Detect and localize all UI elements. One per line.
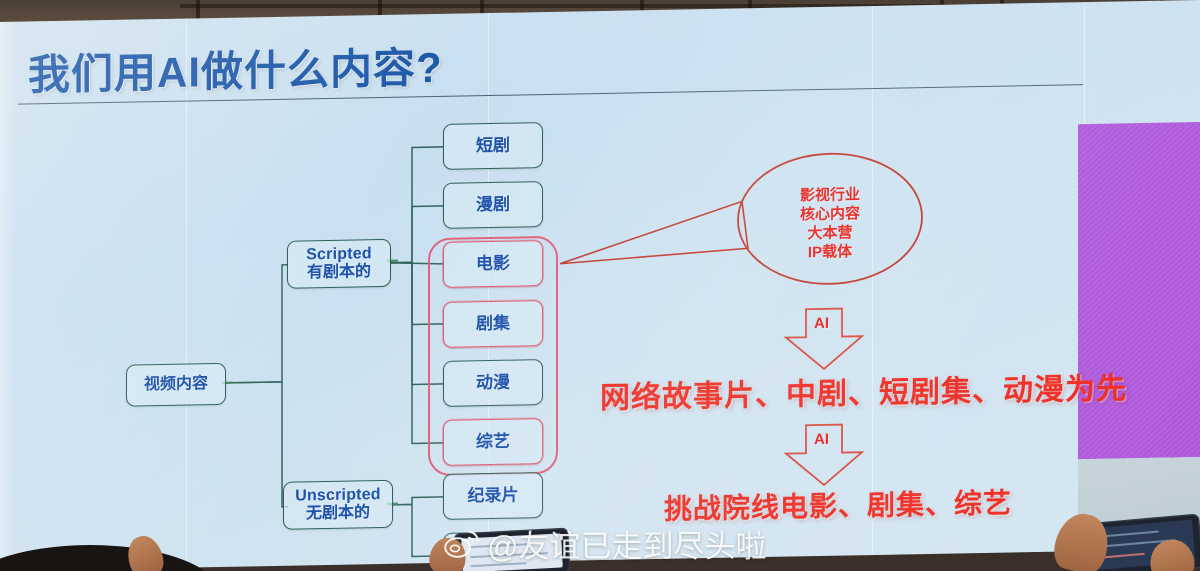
mindmap-root-label: 视频内容	[143, 375, 208, 394]
callout-text: 影视行业 核心内容 大本营 IP载体	[782, 186, 878, 263]
mindmap-leaf-manju[interactable]: 漫剧	[443, 181, 543, 229]
mindmap-leaf-jilupian[interactable]: 纪录片	[443, 472, 543, 520]
leaf-label: 电影	[476, 254, 510, 274]
mindmap-leaf-dianying[interactable]: 电影	[443, 240, 543, 288]
callout-line-1: 影视行业	[799, 186, 860, 205]
leaf-label: 短剧	[476, 136, 510, 156]
callout-line-3: 大本营	[807, 224, 853, 242]
page-title: 我们用AI做什么内容?	[28, 43, 443, 99]
mindmap-branch-scripted[interactable]: Scripted 有剧本的	[287, 238, 391, 289]
branch-unscripted-en: Unscripted	[295, 486, 381, 505]
mindmap-leaf-zongyi[interactable]: 综艺	[443, 418, 543, 466]
mindmap-branch-unscripted[interactable]: Unscripted 无剧本的	[283, 479, 393, 530]
conclusion-line-1: 网络故事片、中剧、短剧集、动漫为先	[600, 372, 1127, 416]
mindmap-leaf-dongman[interactable]: 动漫	[443, 359, 543, 407]
mindmap-leaf-juji[interactable]: 剧集	[443, 300, 543, 348]
branch-scripted-en: Scripted	[306, 245, 372, 264]
ai-arrow-1-label: AI	[814, 314, 829, 333]
callout-tail	[559, 200, 749, 265]
mindmap-leaf-duanju[interactable]: 短剧	[443, 122, 543, 170]
weibo-icon	[444, 530, 479, 558]
leaf-label: 漫剧	[476, 195, 510, 215]
weibo-watermark: @友谊已走到尽头啦	[444, 521, 766, 566]
leaf-label: 纪录片	[467, 485, 519, 506]
branch-scripted-zh: 有剧本的	[306, 263, 371, 282]
branch-unscripted-zh: 无剧本的	[305, 504, 370, 523]
leaf-label: 综艺	[476, 432, 510, 452]
leaf-label: 动漫	[476, 373, 510, 393]
leaf-label: 剧集	[476, 314, 510, 334]
weibo-handle: @友谊已走到尽头啦	[487, 529, 767, 564]
callout-line-4: IP载体	[807, 243, 853, 261]
mindmap-root-node[interactable]: 视频内容	[126, 362, 226, 407]
ai-arrow-2-label: AI	[814, 430, 829, 449]
callout-line-2: 核心内容	[799, 205, 860, 224]
